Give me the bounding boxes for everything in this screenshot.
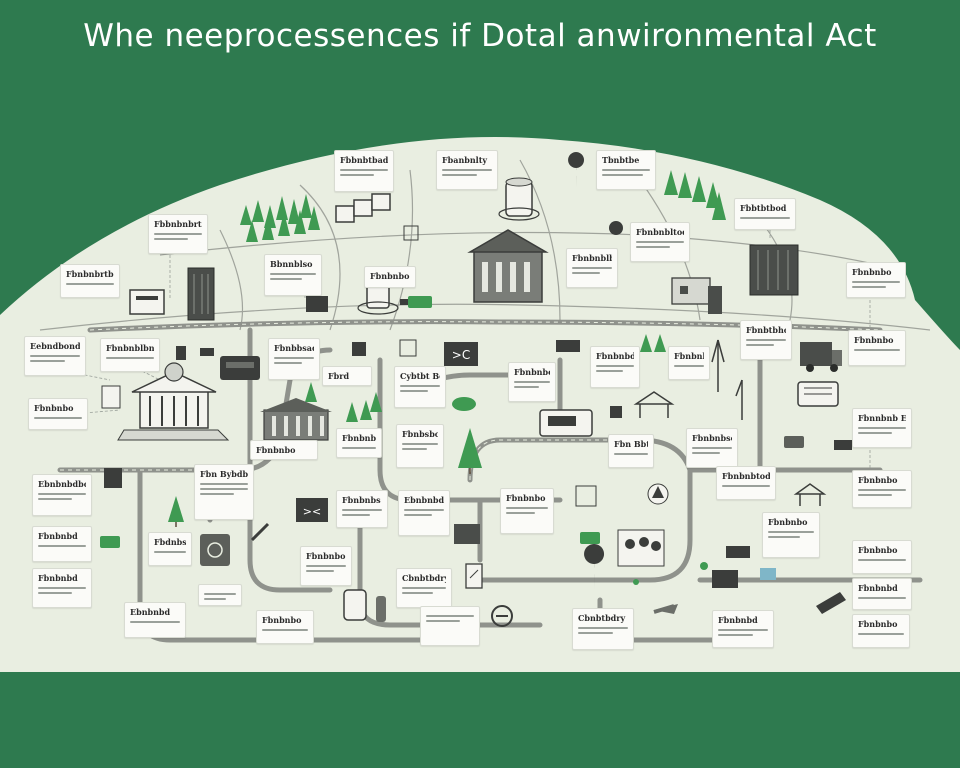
label-card: Fbnbnbo	[848, 330, 906, 366]
plant-box-icon	[454, 524, 480, 544]
label-card: Fbanbnlty	[436, 150, 498, 190]
label-card: Ebnbnbd	[124, 602, 186, 638]
label-card: Fbnbnbo	[852, 540, 912, 574]
label-card: Fbnbnbnb	[336, 428, 382, 458]
label-card: Fbnbnbo	[300, 546, 352, 586]
courthouse-icon	[467, 229, 549, 303]
tree-cluster-right	[664, 170, 726, 220]
label-card: Cbnbtbdry	[572, 608, 634, 650]
label-card: Fbnbbsad	[268, 338, 320, 380]
label-card: Fbnbnbo	[762, 512, 820, 558]
tower-building-icon	[187, 267, 215, 321]
svg-text:>C: >C	[452, 348, 470, 362]
label-card: Fbn Bbtay	[608, 434, 654, 468]
label-card: Fbnbnbd	[852, 578, 912, 610]
canister-icon	[343, 589, 386, 622]
tool-icon	[816, 592, 846, 614]
label-card: Bbnnblso	[264, 254, 322, 296]
small-trees	[168, 334, 666, 522]
display-screen-icon-2: ><	[296, 498, 328, 522]
label-card: Fbnbnbo	[364, 266, 416, 288]
storage-tank-icon	[498, 177, 540, 221]
label-card: Fbnbnbo	[256, 610, 314, 644]
server-box-icon	[220, 356, 260, 380]
scissors-icon	[491, 605, 513, 627]
label-card: Fbdnbsbd	[148, 532, 192, 566]
battery-icon	[400, 296, 432, 308]
drop-icon	[647, 483, 669, 505]
label-card: Fbnbnbd	[712, 610, 774, 648]
label-card: Fbnbnbo	[852, 470, 912, 508]
location-pin-icon-2	[584, 544, 605, 590]
label-card: Tbnbtbe	[596, 150, 656, 190]
label-card: Fbnbnbltod	[630, 222, 690, 262]
small-icons	[101, 221, 852, 588]
green-block-icon	[100, 436, 804, 548]
label-card: Fbnbnbo	[500, 488, 554, 534]
truck-icon	[800, 342, 842, 372]
label-card: Fbnbnbso	[686, 428, 738, 468]
van-icon	[797, 381, 839, 407]
tree-cluster-left	[240, 194, 320, 242]
arrow-icon	[653, 604, 678, 614]
location-pin-icon	[568, 152, 585, 188]
people-group-icon	[617, 529, 665, 567]
label-card: Fbnbnbrtb	[60, 264, 120, 298]
pavilion-icon	[633, 391, 675, 418]
label-card: Fbnbnblbno	[100, 338, 160, 372]
label-card: Cybtbt Boudby	[394, 366, 446, 408]
label-card: Fbnbnbtod	[716, 466, 776, 500]
label-card: Ebnbnbdbo	[32, 474, 92, 516]
label-card: Fbnbnbd	[590, 346, 640, 388]
parliament-building-icon	[117, 362, 230, 441]
label-card: Fbrd	[322, 366, 372, 386]
svg-text:><: ><	[303, 505, 321, 518]
museum-building-icon	[260, 398, 332, 441]
label-card: Fbnbnbd	[32, 568, 92, 608]
label-card: Fbnbnbo	[508, 362, 556, 402]
label-card	[420, 606, 480, 646]
label-card: Fbnnbnb Ebnbbdbn	[852, 408, 912, 448]
label-card: Fbbnbtbad	[334, 150, 394, 192]
wind-turbine-icon-2	[735, 379, 743, 420]
pavilion-icon-2	[793, 483, 827, 506]
display-screen-icon: >C	[444, 342, 478, 366]
document-icon	[465, 563, 483, 589]
label-card: Fbnbnblbuty	[566, 248, 618, 288]
label-card: Fbbnbnbrtr	[148, 214, 208, 254]
label-card: Cbnbtbdry	[396, 568, 452, 608]
road-centerlines	[60, 321, 881, 481]
label-card: Fbnbnbo	[28, 398, 88, 430]
label-card: Fbn Bybdbny	[194, 464, 254, 520]
page-title: Whe neeprocessences if Dotal anwironment…	[83, 18, 877, 54]
label-card: Ebnbnbdbn	[398, 490, 450, 536]
label-card: Fbnbnbo	[250, 440, 318, 460]
label-card: Fbnbnb	[668, 346, 710, 380]
warehouse-icon	[749, 244, 799, 296]
label-card: Fbnbtbhod	[740, 320, 792, 360]
label-card: Fbnbnbd	[32, 526, 92, 562]
label-card	[198, 584, 242, 606]
label-card: Fbnbnbo	[852, 614, 910, 648]
label-card: Fbnbnbs	[336, 490, 388, 528]
label-card: Fbnbsbo	[396, 424, 444, 468]
green-dots	[633, 562, 708, 585]
recycle-bin-icon	[200, 534, 230, 566]
control-panel-icon	[539, 409, 593, 437]
machine-box-icon	[129, 289, 165, 315]
wind-turbine-icon	[711, 339, 725, 392]
map-background	[0, 137, 960, 672]
label-card: Eebndbond	[24, 336, 86, 376]
label-card: Fbnbnbo	[846, 262, 906, 298]
container-blocks-icon	[335, 193, 391, 223]
pond-icon	[452, 397, 476, 411]
wrench-icon	[250, 522, 270, 542]
label-card: Fbbtbtbod	[734, 198, 796, 230]
factory-icon	[671, 277, 722, 314]
